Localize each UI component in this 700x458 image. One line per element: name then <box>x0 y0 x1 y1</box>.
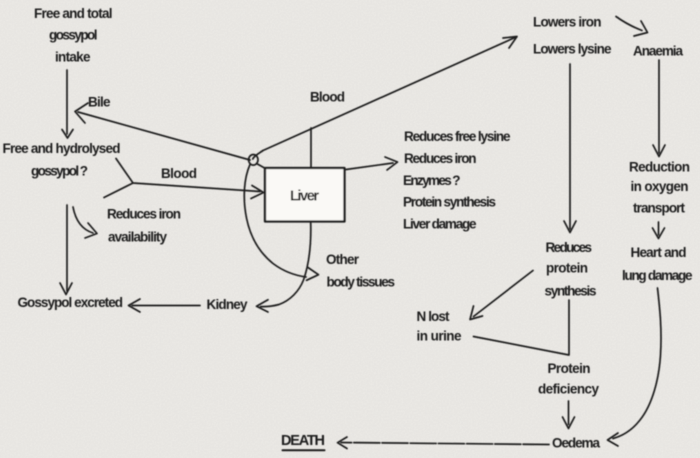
svg-text:Oedema: Oedema <box>552 436 600 451</box>
svg-text:intake: intake <box>55 50 91 65</box>
svg-text:Enzymes ?: Enzymes ? <box>403 173 461 188</box>
svg-text:Blood: Blood <box>161 166 197 181</box>
svg-text:DEATH: DEATH <box>281 433 325 449</box>
svg-text:Free and total: Free and total <box>34 6 113 21</box>
svg-text:in oxygen: in oxygen <box>631 179 689 194</box>
svg-text:Liver damage: Liver damage <box>403 217 477 232</box>
svg-text:protein: protein <box>546 261 588 276</box>
svg-text:body tissues: body tissues <box>327 275 396 290</box>
svg-text:Lowers lysine: Lowers lysine <box>533 42 612 57</box>
svg-text:availability: availability <box>108 230 167 245</box>
svg-text:Reduces free lysine: Reduces free lysine <box>404 129 511 144</box>
svg-text:Gossypol excreted: Gossypol excreted <box>18 295 124 310</box>
svg-text:Protein: Protein <box>548 361 591 376</box>
svg-text:deficiency: deficiency <box>538 382 599 397</box>
svg-text:gossypol: gossypol <box>49 28 98 43</box>
svg-text:Free and hydrolysed: Free and hydrolysed <box>3 141 121 156</box>
svg-text:Blood: Blood <box>310 90 345 105</box>
svg-text:Heart and: Heart and <box>631 245 687 260</box>
svg-text:Reduction: Reduction <box>629 160 690 175</box>
svg-text:Reduces iron: Reduces iron <box>107 207 181 222</box>
svg-text:Lowers iron: Lowers iron <box>533 15 602 30</box>
svg-text:transport: transport <box>633 201 686 216</box>
svg-text:Protein synthesis: Protein synthesis <box>403 195 496 210</box>
svg-text:Reduces: Reduces <box>546 240 593 255</box>
svg-text:synthesis: synthesis <box>545 284 597 299</box>
svg-text:Bile: Bile <box>88 95 111 110</box>
svg-text:in urine: in urine <box>417 329 462 344</box>
svg-text:Kidney: Kidney <box>207 297 248 312</box>
svg-text:Other: Other <box>326 252 360 267</box>
svg-text:Anaemia: Anaemia <box>633 44 683 59</box>
svg-text:N lost: N lost <box>417 309 451 324</box>
svg-text:lung damage: lung damage <box>622 268 693 283</box>
svg-text:Reduces iron: Reduces iron <box>404 151 477 166</box>
svg-text:Liver: Liver <box>290 189 319 205</box>
svg-text:gossypol ?: gossypol ? <box>31 164 88 179</box>
